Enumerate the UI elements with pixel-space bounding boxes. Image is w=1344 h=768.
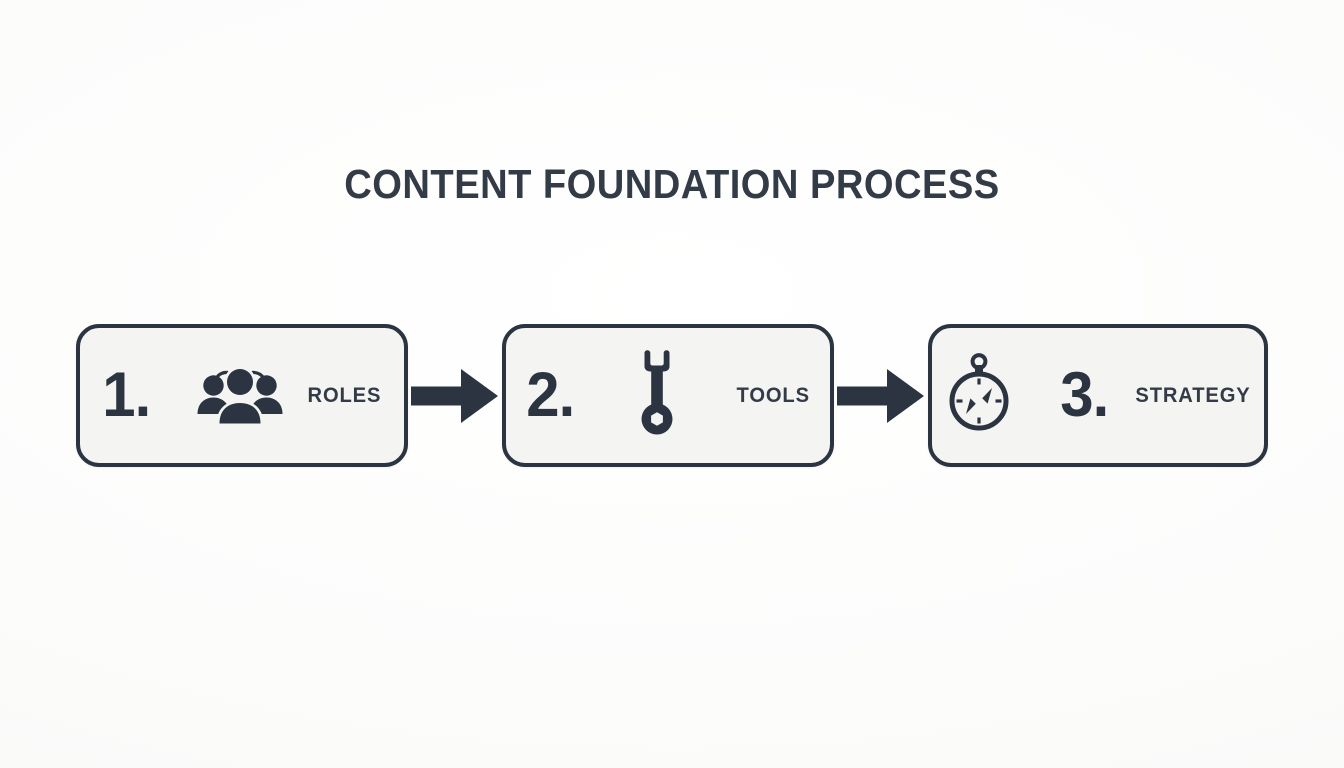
step-number-1: 1. bbox=[102, 360, 152, 430]
step-content: 1. bbox=[80, 362, 404, 429]
step-content: 2. TOOLS bbox=[506, 350, 830, 441]
wrench-icon bbox=[637, 350, 677, 441]
step-label-tools: TOOLS bbox=[736, 383, 810, 407]
page-title: CONTENT FOUNDATION PROCESS bbox=[344, 161, 1000, 207]
process-step-card-roles[interactable]: 1. bbox=[76, 324, 408, 467]
process-step-card-tools[interactable]: 2. TOOLS bbox=[502, 324, 834, 467]
compass-icon bbox=[943, 352, 1015, 439]
step-number-3: 3. bbox=[1059, 360, 1109, 430]
step-content: 3. STRATEGY bbox=[932, 352, 1264, 439]
step-label-strategy: STRATEGY bbox=[1135, 383, 1251, 407]
process-step-card-strategy[interactable]: 3. STRATEGY bbox=[928, 324, 1268, 467]
users-group-icon bbox=[196, 362, 284, 429]
arrow-right-icon bbox=[411, 367, 499, 425]
process-flow-diagram: 1. bbox=[76, 324, 1268, 467]
step-number-2: 2. bbox=[525, 360, 575, 430]
arrow-right-icon bbox=[837, 367, 925, 425]
step-label-roles: ROLES bbox=[307, 383, 382, 407]
